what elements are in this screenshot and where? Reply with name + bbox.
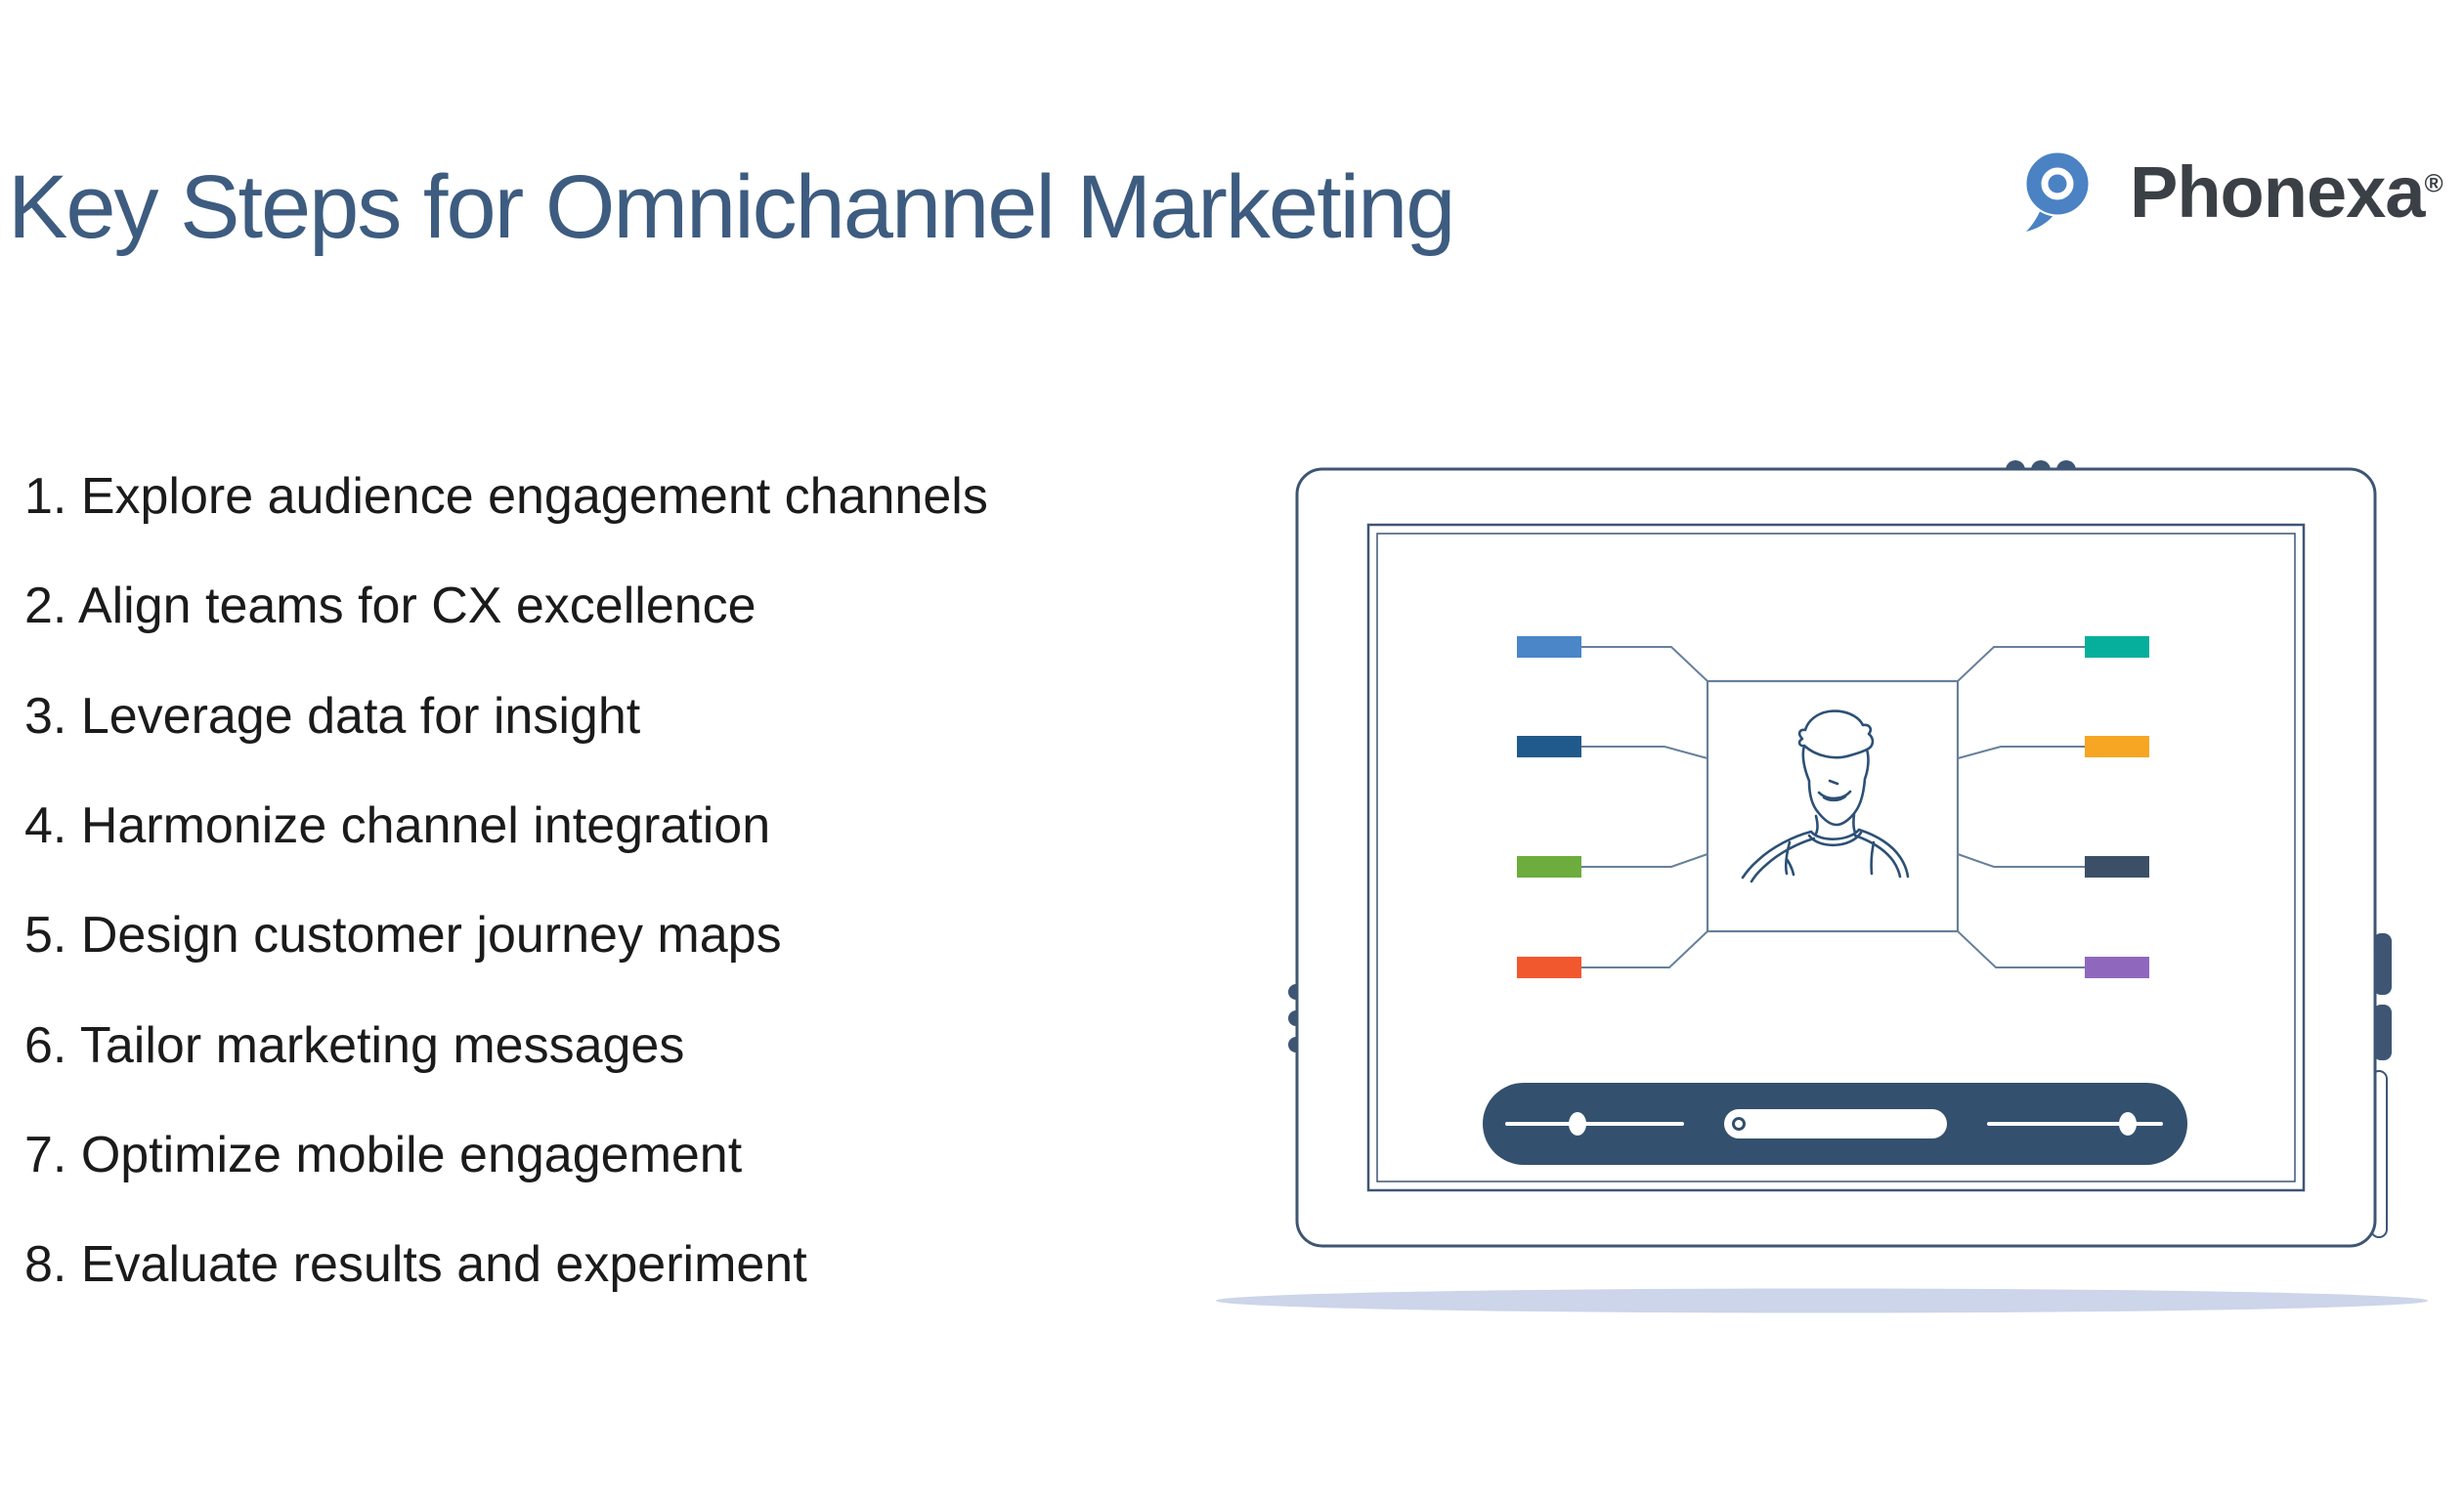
step-item: 3. Leverage data for insight [24,687,641,745]
slider-bar [1483,1083,2187,1165]
phonexa-logo-icon [2024,152,2089,232]
channel-node-left-4 [1517,957,1581,978]
page-title: Key Steps for Omnichannel Marketing [8,157,1455,257]
slider-progress-ring [1732,1117,1746,1131]
step-item: 1. Explore audience engagement channels [24,468,988,526]
channel-node-right-2 [2085,736,2149,757]
registered-mark: ® [2424,168,2442,198]
channel-node-right-4 [2085,957,2149,978]
logo-ring [2026,152,2089,215]
step-item: 4. Harmonize channel integration [24,797,771,855]
logo-wordmark: Phonexa® [2130,151,2443,233]
slider-progress-bar [1724,1109,1947,1138]
channel-node-right-3 [2085,856,2149,878]
channel-node-left-1 [1517,636,1581,658]
tablet-shadow [1216,1288,2428,1313]
logo-dot [2048,174,2067,193]
connector-lines [1581,646,2085,968]
step-item: 8. Evaluate results and experiment [24,1236,807,1294]
person-avatar [1741,709,1910,883]
channel-node-left-3 [1517,856,1581,878]
step-item: 5. Design customer journey maps [24,907,782,965]
step-item: 6. Tailor marketing messages [24,1016,685,1074]
step-item: 7. Optimize mobile engagement [24,1126,743,1183]
slider-left-knob [1569,1112,1586,1136]
channel-node-left-2 [1517,736,1581,757]
tablet-screen-inner-border [1376,533,2296,1182]
avatar-frame [1706,679,1960,933]
channel-nodes [1517,636,2149,978]
step-list: 1. Explore audience engagement channels … [24,442,988,1319]
phonexa-logo: Phonexa® [2024,151,2443,235]
channel-node-right-1 [2085,636,2149,658]
tablet-screen [1366,523,2306,1192]
step-item: 2. Align teams for CX excellence [24,578,756,635]
slider-right-knob [2119,1112,2137,1136]
